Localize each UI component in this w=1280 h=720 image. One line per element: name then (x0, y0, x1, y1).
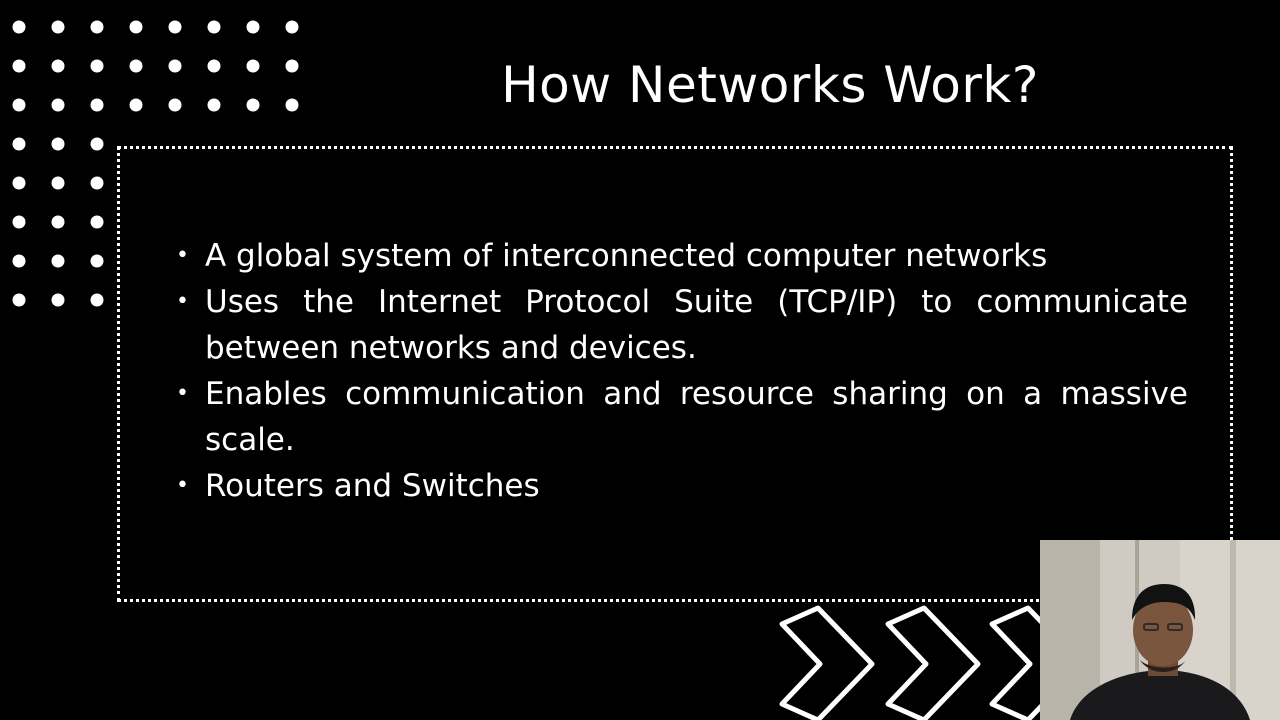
slide-title: How Networks Work? (501, 56, 1039, 114)
content-box (117, 146, 1233, 602)
bullet-list: A global system of interconnected comput… (176, 233, 1188, 509)
chevron-right-icon-2 (885, 605, 981, 720)
bullet-text: Uses the Internet Protocol Suite (TCP/IP… (205, 284, 1188, 366)
chevron-right-icon (779, 605, 1076, 720)
webcam-overlay (1040, 540, 1280, 720)
bullet-text: A global system of interconnected comput… (205, 238, 1048, 274)
dot-pattern-decoration (12, 20, 299, 307)
bullet-item: Routers and Switches (176, 463, 1188, 509)
bullet-item: Uses the Internet Protocol Suite (TCP/IP… (176, 279, 1188, 371)
bullet-item: A global system of interconnected comput… (176, 233, 1188, 279)
dot-grid-left (12, 137, 104, 307)
chevron-right-icon-1 (779, 605, 875, 720)
chevron-right-icon-3 (989, 605, 1076, 720)
bullet-text: Enables communication and resource shari… (205, 376, 1188, 458)
presenter-video (1040, 540, 1280, 720)
bullet-item: Enables communication and resource shari… (176, 371, 1188, 463)
bullet-text: Routers and Switches (205, 468, 540, 504)
dot-grid-top (12, 20, 299, 112)
